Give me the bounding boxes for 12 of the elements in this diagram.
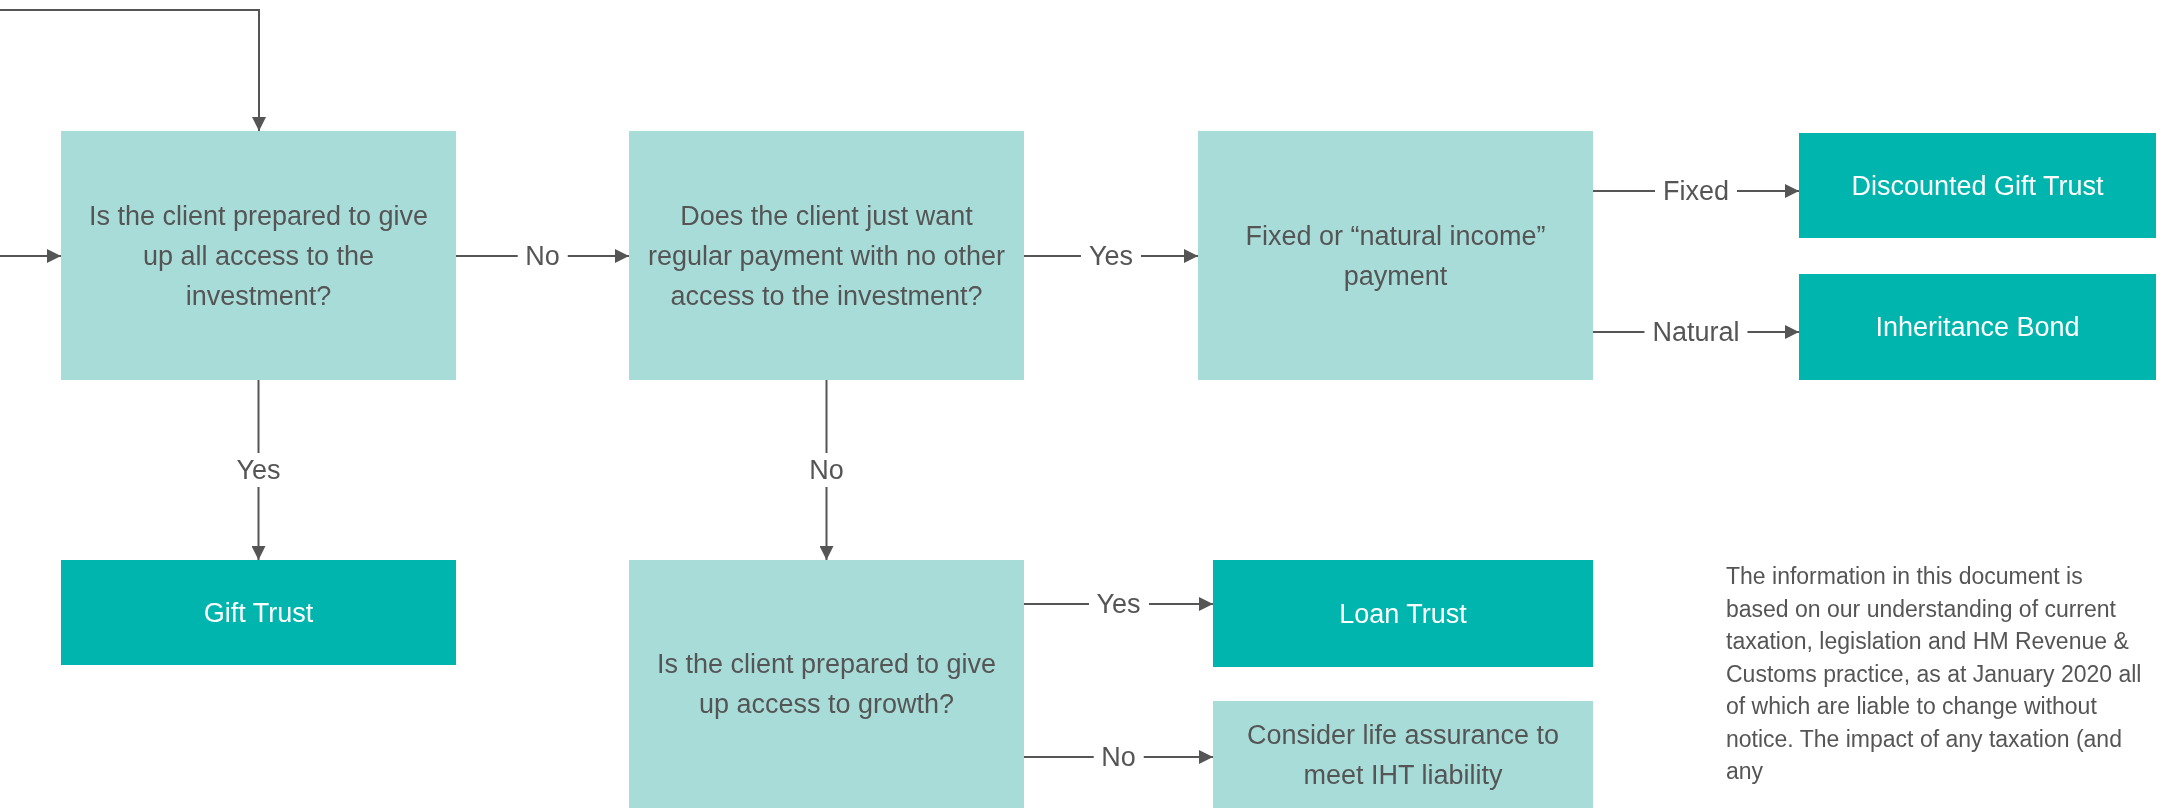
question-box: Consider life assurance to meet IHT liability xyxy=(1213,701,1593,808)
result-box: Inheritance Bond xyxy=(1799,274,2156,380)
question-box: Is the client prepared to give up access to growth? xyxy=(629,560,1024,808)
question-box: Is the client prepared to give up all access to the investment? xyxy=(61,131,456,380)
result-box: Discounted Gift Trust xyxy=(1799,133,2156,238)
result-box: Loan Trust xyxy=(1213,560,1593,667)
question-box: Fixed or “natural income” payment xyxy=(1198,131,1593,380)
disclaimer-note: The information in this document is based on our understanding of current taxation, legislation and HM Revenue & Customs practice, as at January 2020 all of which are liable to change without notice. The impact of any taxation (and any xyxy=(1726,562,2143,786)
arrow xyxy=(0,249,62,263)
arrow xyxy=(0,9,266,132)
question-box: Does the client just want regular payment with no other access to the investment? xyxy=(629,131,1024,380)
result-box: Gift Trust xyxy=(61,560,456,665)
